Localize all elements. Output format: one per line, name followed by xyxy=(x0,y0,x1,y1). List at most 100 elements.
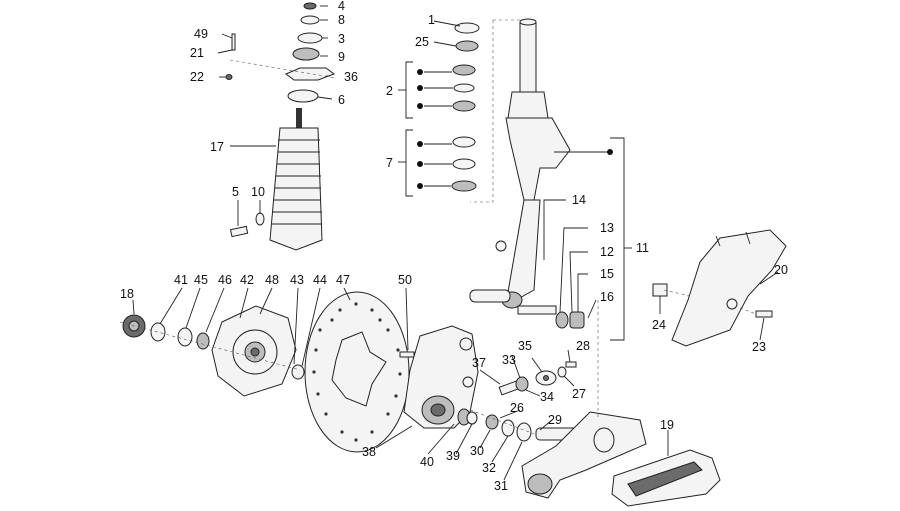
label-26: 26 xyxy=(510,401,524,415)
label-18: 18 xyxy=(120,287,134,301)
label-4: 4 xyxy=(338,0,345,13)
bush-33 xyxy=(515,376,529,392)
label-13: 13 xyxy=(600,221,614,235)
washer-27 xyxy=(557,366,567,378)
label-19: 19 xyxy=(660,418,674,432)
shock-rod xyxy=(296,108,302,128)
label-23: 23 xyxy=(752,340,766,354)
steering-column xyxy=(469,18,632,341)
column-collar xyxy=(507,91,549,119)
label-9: 9 xyxy=(338,50,345,64)
label-33: 33 xyxy=(502,353,516,367)
wheel-support-38 xyxy=(403,325,479,429)
label-40: 40 xyxy=(420,455,434,469)
leader-lines xyxy=(132,5,779,481)
label-50: 50 xyxy=(398,273,412,287)
wheel-hub-assembly xyxy=(119,305,305,397)
label-5: 5 xyxy=(232,185,239,199)
bearing-2a xyxy=(452,64,476,76)
seal-43 xyxy=(291,364,305,380)
label-37: 37 xyxy=(472,356,486,370)
label-46: 46 xyxy=(218,273,232,287)
label-30: 30 xyxy=(470,444,484,458)
mudguard-cover-20 xyxy=(671,229,787,347)
label-6: 6 xyxy=(338,93,345,107)
washer-39 xyxy=(466,411,478,425)
label-28: 28 xyxy=(576,339,590,353)
label-36: 36 xyxy=(344,70,358,84)
screw-21 xyxy=(231,33,236,51)
label-8: 8 xyxy=(338,13,345,27)
label-31: 31 xyxy=(494,479,508,493)
washer-8 xyxy=(300,15,320,25)
label-43: 43 xyxy=(290,273,304,287)
label-35: 35 xyxy=(518,339,532,353)
spacer-41 xyxy=(150,322,166,342)
nut-4 xyxy=(303,2,317,10)
column-top xyxy=(519,21,537,93)
roller-bearing-left xyxy=(469,289,511,303)
washer-10 xyxy=(255,212,265,226)
label-7: 7 xyxy=(386,156,393,170)
shock-absorber-assembly xyxy=(225,2,337,251)
label-38: 38 xyxy=(362,445,376,459)
label-25: 25 xyxy=(415,35,429,49)
label-27: 27 xyxy=(572,387,586,401)
label-47: 47 xyxy=(336,273,350,287)
label-17: 17 xyxy=(210,140,224,154)
boot-ribs xyxy=(272,139,322,225)
label-24: 24 xyxy=(652,318,666,332)
grease-nipple xyxy=(495,240,507,252)
label-22: 22 xyxy=(190,70,204,84)
pivot-pin-14 xyxy=(517,305,557,315)
label-41: 41 xyxy=(174,273,188,287)
label-49: 49 xyxy=(194,27,208,41)
bush-9 xyxy=(292,47,320,61)
small-parts xyxy=(466,361,577,442)
brake-disc-47 xyxy=(304,291,415,453)
bearing-2c xyxy=(452,100,476,112)
nut-22 xyxy=(225,74,233,80)
screw-50 xyxy=(399,351,415,358)
plate-36 xyxy=(285,67,336,81)
bush-12 xyxy=(569,311,585,329)
label-12: 12 xyxy=(600,245,614,259)
label-42: 42 xyxy=(240,273,254,287)
label-39: 39 xyxy=(446,449,460,463)
ring-31 xyxy=(516,422,532,442)
fork-head xyxy=(505,117,571,201)
cup-6 xyxy=(287,89,319,103)
label-16: 16 xyxy=(600,290,614,304)
label-14: 14 xyxy=(572,193,586,207)
bearing-7c xyxy=(451,180,477,192)
ring-30 xyxy=(485,414,499,430)
label-11: 11 xyxy=(636,241,649,255)
part-labels: 4 8 3 9 36 6 49 21 22 17 5 10 1 25 2 7 1… xyxy=(120,0,788,493)
bolt-5 xyxy=(229,225,249,238)
label-2: 2 xyxy=(386,84,393,98)
swing-arm-19 xyxy=(521,300,721,507)
bearing-42 xyxy=(196,332,210,350)
bearing-7b xyxy=(452,158,476,170)
ring-25 xyxy=(455,40,479,52)
bearing-2b xyxy=(453,83,475,93)
dust-boot-17 xyxy=(269,127,323,251)
label-44: 44 xyxy=(313,273,327,287)
disc-holes xyxy=(312,302,402,442)
screw-23 xyxy=(755,310,773,318)
column-cap xyxy=(519,18,537,26)
washer-13 xyxy=(555,311,569,329)
label-1: 1 xyxy=(428,13,435,27)
label-34: 34 xyxy=(540,390,554,404)
label-32: 32 xyxy=(482,461,496,475)
label-15: 15 xyxy=(600,267,614,281)
cover-hole xyxy=(726,298,738,310)
ring-45 xyxy=(177,327,193,347)
cover-assembly xyxy=(652,229,787,347)
ring-1 xyxy=(454,22,480,34)
cap-3 xyxy=(297,32,323,44)
screw-28 xyxy=(565,361,577,368)
label-45: 45 xyxy=(194,273,208,287)
bearing-7a xyxy=(452,136,476,148)
